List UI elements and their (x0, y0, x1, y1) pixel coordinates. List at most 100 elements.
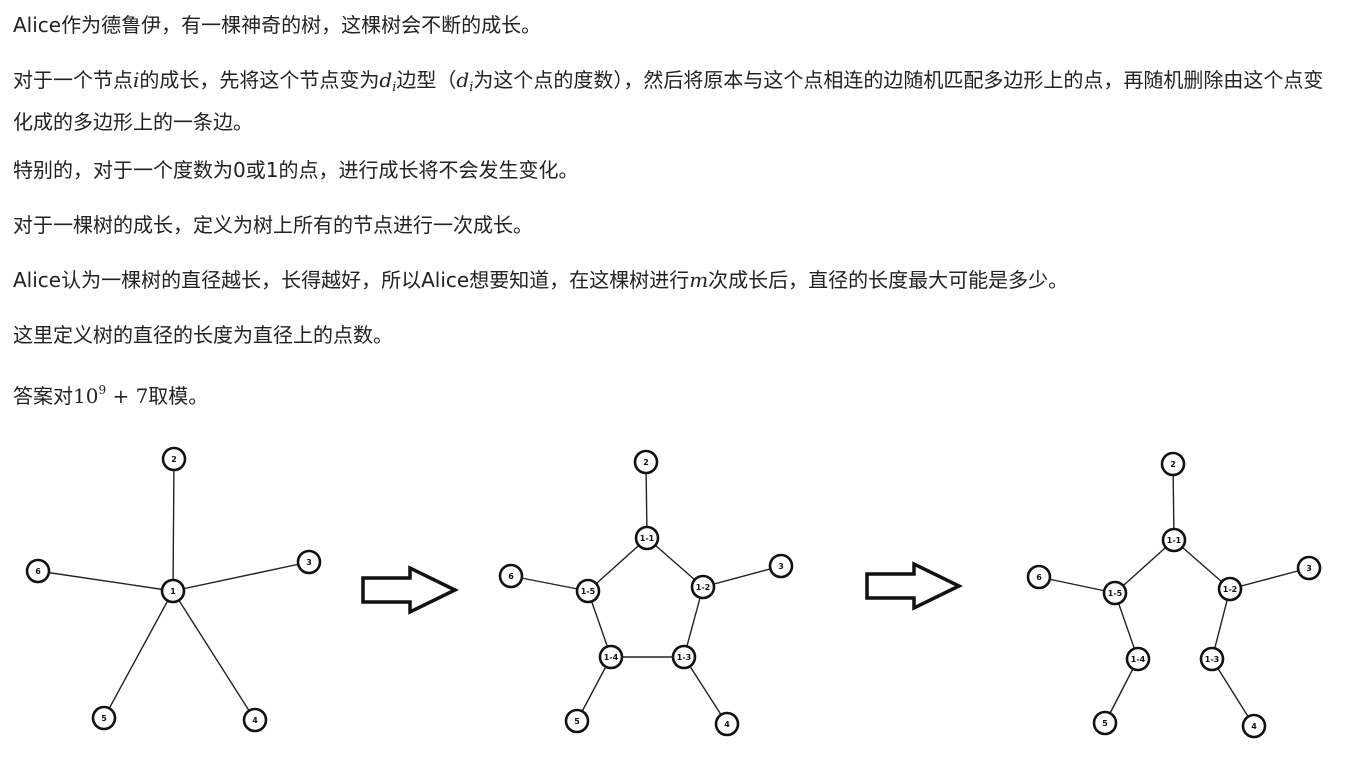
node-circle (1160, 451, 1186, 477)
node-label: 2 (171, 455, 177, 464)
node-1-4: 1-4 (1125, 646, 1151, 672)
node-circle (1296, 555, 1322, 581)
node-label: 1-2 (1223, 585, 1237, 594)
node-3: 3 (768, 553, 794, 579)
edge-1-5-1-1 (1114, 539, 1175, 594)
node-2: 2 (633, 449, 659, 475)
edge-1-5-6 (1038, 576, 1116, 594)
edge-1-2 (172, 458, 175, 592)
edge-1-1-1-2 (1173, 539, 1231, 590)
right-arrow-icon (361, 565, 459, 615)
node-circle (498, 563, 524, 589)
node-label: 4 (1251, 722, 1257, 731)
math-var-d: d (379, 68, 393, 92)
paragraph-tree-growth: 对于一棵树的成长，定义为树上所有的节点进行一次成长。 (13, 208, 1343, 242)
node-1-2: 1-2 (690, 574, 716, 600)
edge-1-1-1-2 (646, 537, 704, 588)
paragraph-special-case-text: 特别的，对于一个度数为0或1的点，进行成长将不会发生变化。 (13, 158, 579, 182)
node-1-2: 1-2 (1217, 576, 1243, 602)
node-label: 1-4 (1131, 655, 1146, 664)
math-var-d: d (456, 68, 470, 92)
text-segment: 次成长后，直径的长度最大可能是多少。 (708, 268, 1069, 292)
node-label: 1-5 (581, 587, 596, 596)
paragraph-modulo: 答案对109 + 7取模。 (13, 373, 1343, 413)
node-label: 5 (101, 714, 107, 723)
node-circle (564, 708, 590, 734)
text-segment: 边型（ (396, 68, 457, 92)
node-1-3: 1-3 (1199, 646, 1225, 672)
node-circle (714, 711, 740, 737)
math-exponent: 9 (98, 383, 107, 397)
paragraph-intro: Alice作为德鲁伊，有一棵神奇的树，这棵树会不断的成长。 (13, 8, 1343, 42)
node-4: 4 (242, 707, 268, 733)
node-4: 4 (1241, 713, 1267, 739)
node-label: 4 (724, 720, 730, 729)
node-1-5: 1-5 (575, 578, 601, 604)
node-circle (242, 707, 268, 733)
node-circle (25, 558, 51, 584)
node-label: 3 (1306, 564, 1312, 573)
node-circle (575, 578, 601, 604)
text-segment: 为这个点的度数），然后将原本与这个点相连的边随机匹配多边形上的点，再随机删除由这… (13, 68, 1324, 134)
text-segment: 的成长，先将这个节点变为 (139, 68, 380, 92)
node-circle (91, 705, 117, 731)
edge-1-5-1-1 (587, 537, 648, 592)
node-2: 2 (161, 446, 187, 472)
node-label: 3 (306, 558, 312, 567)
tree-original: 1 2 3 4 5 6 (25, 446, 322, 733)
right-arrow-icon (865, 561, 963, 611)
paragraph-diameter-def: 这里定义树的直径的长度为直径上的点数。 (13, 318, 1343, 352)
text-segment: 答案对 (13, 384, 73, 408)
node-circle (690, 574, 716, 600)
node-label: 1-4 (604, 653, 619, 662)
node-label: 1-2 (696, 583, 710, 592)
node-circle (160, 578, 186, 604)
node-2: 2 (1160, 451, 1186, 477)
paragraph-tree-growth-text: 对于一棵树的成长，定义为树上所有的节点进行一次成长。 (13, 213, 533, 237)
paragraph-special-case: 特别的，对于一个度数为0或1的点，进行成长将不会发生变化。 (13, 153, 1343, 187)
node-6: 6 (498, 563, 524, 589)
node-circle (1241, 713, 1267, 739)
node-6: 6 (25, 558, 51, 584)
edge-1-1-2 (1172, 463, 1175, 541)
node-5: 5 (91, 705, 117, 731)
node-label: 2 (1170, 460, 1176, 469)
node-circle (296, 549, 322, 575)
node-label: 5 (574, 717, 580, 726)
math-number-base: 10 (73, 384, 99, 408)
node-circle (1217, 576, 1243, 602)
edge-1-3 (172, 561, 310, 592)
edge-1-1-2 (645, 461, 648, 539)
edge-1-2-3 (702, 565, 782, 588)
node-1-1: 1-1 (1161, 527, 1187, 553)
node-circle (161, 446, 187, 472)
math-var-i: i (133, 68, 140, 92)
node-label: 1-3 (1205, 655, 1219, 664)
math-var-m: m (689, 268, 709, 292)
paragraph-diameter-def-text: 这里定义树的直径的长度为直径上的点数。 (13, 323, 393, 347)
node-1-4: 1-4 (598, 644, 624, 670)
paragraph-node-growth: 对于一个节点i的成长，先将这个节点变为di边型（di为这个点的度数），然后将原本… (13, 63, 1343, 139)
text-segment: 取模。 (148, 384, 209, 408)
edge-1-2-3 (1229, 567, 1310, 590)
edge-1-4 (172, 590, 256, 721)
node-4: 4 (714, 711, 740, 737)
paragraph-intro-text: Alice作为德鲁伊，有一棵神奇的树，这棵树会不断的成长。 (13, 13, 542, 37)
node-1: 1 (160, 578, 186, 604)
node-circle (634, 525, 660, 551)
node-label: 1-5 (1108, 589, 1123, 598)
node-circle (1125, 646, 1151, 672)
node-5: 5 (564, 708, 590, 734)
node-6: 6 (1026, 564, 1052, 590)
node-label: 1-1 (1167, 536, 1182, 545)
paragraph-question: Alice认为一棵树的直径越长，长得越好，所以Alice想要知道，在这棵树进行m… (13, 263, 1343, 297)
node-circle (671, 644, 697, 670)
node-3: 3 (1296, 555, 1322, 581)
edge-1-3-4 (683, 656, 728, 725)
node-label: 1-1 (640, 534, 655, 543)
edge-1-3-4 (1211, 658, 1255, 727)
edge-1-6 (37, 570, 174, 592)
